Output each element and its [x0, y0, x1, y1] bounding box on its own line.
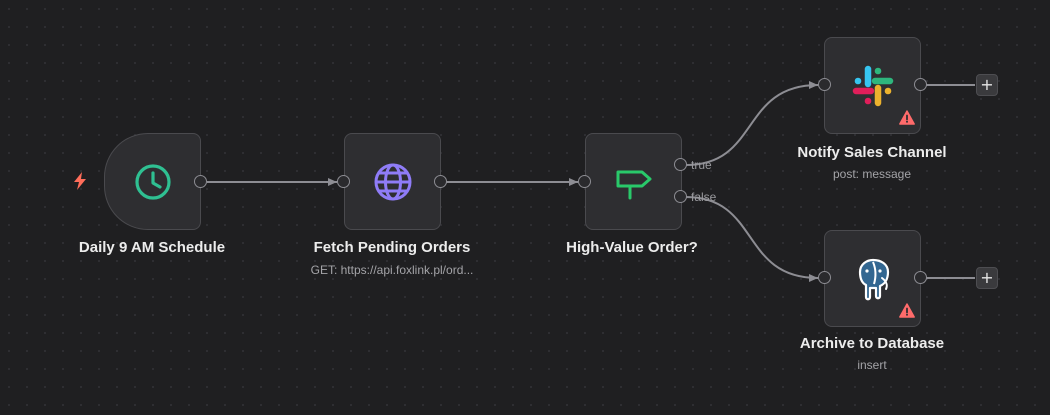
node-if-title: High-Value Order?	[566, 239, 698, 256]
if-false-branch-label: false	[691, 190, 717, 204]
node-http-title: Fetch Pending Orders	[313, 239, 471, 256]
warning-triangle-icon[interactable]	[899, 303, 915, 318]
lightning-bolt-icon	[74, 172, 86, 190]
slack-logo-icon	[852, 65, 893, 106]
node-if-condition[interactable]	[585, 133, 682, 230]
edge-if-true-to-slack[interactable]	[685, 81, 819, 166]
node-postgres[interactable]	[824, 230, 921, 327]
if-input-port[interactable]	[578, 175, 591, 188]
if-true-output-port[interactable]	[674, 158, 687, 171]
schedule-output-port[interactable]	[194, 175, 207, 188]
postgres-add-node-button[interactable]: +	[976, 267, 998, 289]
http-input-port[interactable]	[337, 175, 350, 188]
if-false-output-port[interactable]	[674, 190, 687, 203]
postgres-output-port[interactable]	[914, 271, 927, 284]
slack-output-port[interactable]	[914, 78, 927, 91]
node-slack-title: Notify Sales Channel	[797, 144, 947, 161]
signpost-icon	[616, 170, 651, 199]
node-schedule-trigger[interactable]	[104, 133, 201, 230]
warning-triangle-icon[interactable]	[899, 110, 915, 125]
globe-icon	[374, 163, 411, 200]
node-schedule-title: Daily 9 AM Schedule	[78, 239, 226, 256]
node-http-subtitle: GET: https://api.foxlink.pl/ord...	[310, 263, 474, 277]
clock-icon	[134, 163, 171, 200]
node-postgres-subtitle: insert	[857, 358, 887, 372]
if-true-branch-label: true	[691, 158, 712, 172]
node-http-request[interactable]	[344, 133, 441, 230]
slack-add-node-button[interactable]: +	[976, 74, 998, 96]
node-slack-subtitle: post: message	[832, 167, 912, 181]
slack-input-port[interactable]	[818, 78, 831, 91]
edge-if-false-to-postgres[interactable]	[685, 196, 819, 282]
node-slack[interactable]	[824, 37, 921, 134]
postgres-elephant-icon	[858, 258, 889, 300]
postgres-input-port[interactable]	[818, 271, 831, 284]
node-postgres-title: Archive to Database	[799, 335, 945, 352]
http-output-port[interactable]	[434, 175, 447, 188]
